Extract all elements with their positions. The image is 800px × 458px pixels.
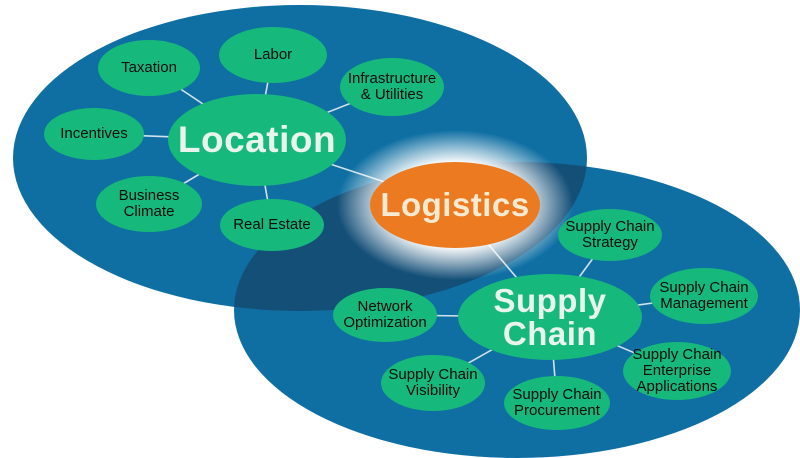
supply-chain-management-label-line2: Management: [660, 295, 748, 312]
node-supply-chain-strategy: Supply Chain Strategy: [558, 209, 662, 261]
supply-chain-procurement-label-line2: Procurement: [514, 402, 600, 419]
supply-chain-visibility-label-line2: Visibility: [406, 382, 460, 399]
supply-chain-hub-label-line2: Chain: [502, 315, 598, 352]
supply-chain-enterprise-applications-label-line2: Enterprise: [642, 362, 712, 380]
node-business-climate: Business Climate: [96, 176, 202, 232]
real-estate-label: Real Estate: [233, 216, 311, 234]
node-incentives: Incentives: [44, 108, 144, 160]
location-hub-label: Location: [177, 119, 337, 160]
network-optimization-label-line2: Optimization: [343, 314, 427, 331]
supply-chain-strategy-label-line2: Strategy: [582, 234, 638, 251]
supply-chain-procurement-label-line1: Supply Chain: [512, 386, 602, 404]
node-network-optimization: Network Optimization: [333, 288, 437, 342]
node-location-hub: Location: [168, 94, 346, 186]
node-taxation: Taxation: [98, 40, 200, 96]
node-logistics: Logistics: [370, 162, 540, 248]
incentives-label: Incentives: [60, 125, 128, 143]
infrastructure-utilities-label-line1: Infrastructure: [347, 70, 437, 88]
node-supply-chain-enterprise-applications: Supply Chain Enterprise Applications: [623, 342, 731, 400]
node-supply-chain-procurement: Supply Chain Procurement: [504, 376, 610, 430]
logistics-label: Logistics: [380, 186, 530, 223]
supply-chain-enterprise-applications-label-line1: Supply Chain: [632, 346, 722, 364]
business-climate-label-line1: Business: [118, 187, 180, 205]
infrastructure-utilities-label-line2: & Utilities: [360, 86, 424, 103]
labor-label: Labor: [253, 46, 293, 64]
supply-chain-enterprise-applications-label-line3: Applications: [636, 377, 718, 395]
node-infrastructure-utilities: Infrastructure & Utilities: [340, 58, 444, 116]
node-supply-chain-visibility: Supply Chain Visibility: [381, 355, 485, 411]
taxation-label: Taxation: [121, 59, 177, 77]
supply-chain-strategy-label-line1: Supply Chain: [565, 218, 655, 236]
node-supply-chain-management: Supply Chain Management: [650, 268, 758, 324]
network-optimization-label-line1: Network: [357, 298, 413, 316]
node-supply-chain-hub: Supply Chain: [458, 274, 642, 360]
node-labor: Labor: [219, 27, 327, 83]
node-real-estate: Real Estate: [220, 199, 324, 251]
supply-chain-management-label-line1: Supply Chain: [659, 279, 749, 297]
supply-chain-visibility-label-line1: Supply Chain: [388, 366, 478, 384]
supply-chain-hub-label-line1: Supply: [493, 282, 607, 319]
business-climate-label-line2: Climate: [123, 203, 175, 220]
